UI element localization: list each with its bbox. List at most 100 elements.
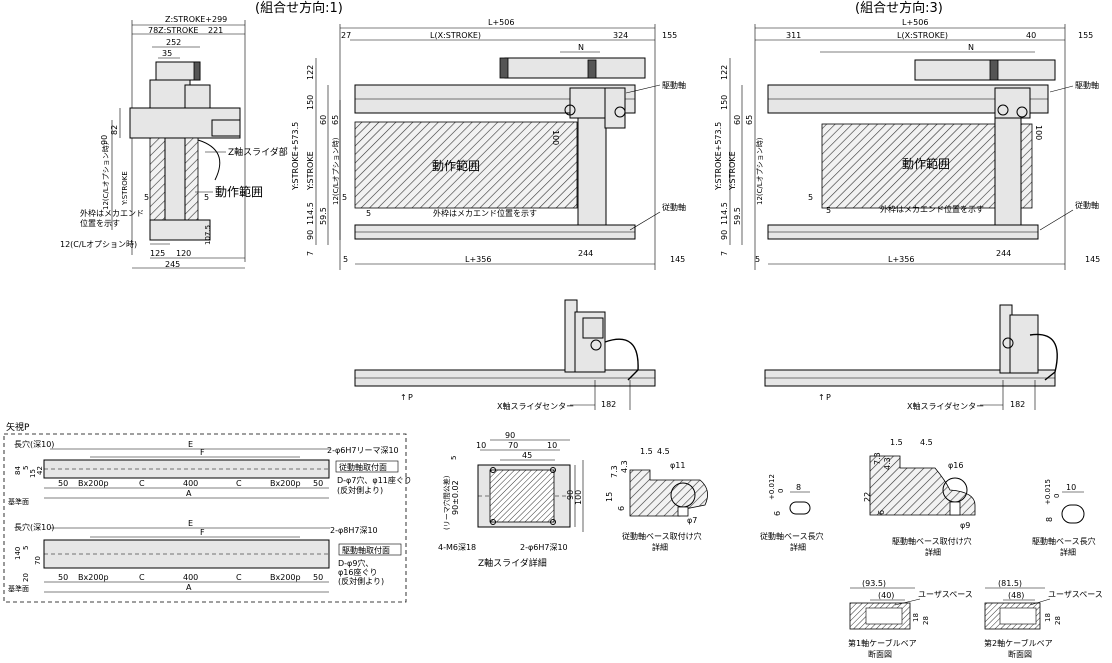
dim-n: N	[578, 43, 584, 52]
dbh-dim-phi7: φ7	[687, 516, 697, 525]
upper-dim-bx-r: Bx200p	[270, 479, 301, 488]
lower-pin-hole: 2-φ8H7深10	[330, 526, 378, 535]
dbh-dim-15: 15	[605, 492, 614, 502]
dsl-dim-10: 10	[1066, 483, 1076, 492]
lower-mount-face: 駆動軸取付面	[342, 545, 390, 555]
dbh-dim-7-3: 7.3	[610, 465, 619, 478]
dr-dim-phi9: φ9	[960, 521, 970, 530]
front-view-right: ↑ P X軸スライダセンター 182	[764, 304, 1058, 411]
dim-65: 65	[331, 115, 340, 125]
z-dim-5: 5	[450, 456, 458, 460]
lower-dim-c-r: C	[236, 573, 242, 582]
dim-y-stroke-573: Y:STROKE+573.5	[291, 122, 300, 191]
dbh-dim-4-3: 4.3	[620, 460, 629, 473]
dim-252: 252	[166, 38, 181, 47]
lower-dim-5: 5	[22, 546, 30, 550]
dr-dim-4-3: 4.3	[883, 457, 892, 470]
dim-35: 35	[162, 49, 172, 58]
dim-y-stroke-1: Y:STROKE	[306, 151, 315, 191]
upper-hole-side: (反対側より)	[337, 485, 383, 495]
arrow-view-p: 矢視P E F 長穴(深10) 2-φ6H7リーマ深10 従動軸取付面 D-φ7…	[3, 421, 412, 603]
dr-dim-22: 22	[863, 492, 872, 502]
dim3-7: 7	[720, 251, 729, 256]
z-dim-90: 90	[505, 431, 515, 440]
lower-dim-50-l: 50	[58, 573, 68, 582]
dim-5-right: 5	[204, 193, 209, 202]
dim3-100: 100	[1034, 125, 1043, 140]
dr-caption-2: 詳細	[925, 547, 941, 557]
left-side-view: Z:STROKE+299 78Z:STROKE 221 252 35 90 82…	[60, 15, 288, 269]
cb2-dim-18: 18	[1044, 613, 1052, 622]
note-cl-option: 12(C/Lオプション時)	[60, 240, 137, 249]
ds-caption-2: 詳細	[790, 542, 806, 552]
dsl-caption-1: 駆動軸ベース長穴	[1032, 536, 1096, 546]
dsl-dim-8: 8	[1045, 517, 1054, 522]
upper-dim-84: 84	[14, 466, 22, 475]
dim3-l-x-stroke: L(X:STROKE)	[897, 31, 948, 40]
dim-l-356: L+356	[465, 255, 491, 264]
dim3-155: 155	[1078, 31, 1093, 40]
cb1-dim-28: 28	[922, 616, 930, 625]
note-mech-end-1: 外枠はメカエンド	[80, 208, 144, 218]
dim-245: 245	[165, 260, 180, 269]
z-label-pin: 2-φ6H7深10	[520, 543, 568, 552]
dim-125: 125	[150, 249, 165, 258]
label-x-slider-center-right: X軸スライダセンター	[907, 401, 984, 411]
dbh-dim-6: 6	[617, 506, 626, 511]
dim3-60: 60	[733, 115, 742, 125]
dr-dim-1-5: 1.5	[890, 438, 903, 447]
arrow-view-title: 矢視P	[6, 421, 30, 433]
dim-122: 122	[306, 65, 315, 80]
upper-dim-15: 15	[29, 469, 37, 478]
arrow-p-right-label: P	[826, 393, 831, 402]
upper-dim-e: E	[188, 440, 193, 449]
dim-90-a: 90	[306, 230, 315, 240]
dbh-caption-1: 従動軸ベース取付け穴	[622, 531, 702, 541]
dim3-311: 311	[786, 31, 801, 40]
dim3-59-5: 59.5	[733, 207, 742, 225]
arrow-p-left: ↑	[400, 393, 407, 402]
lower-dim-f: F	[200, 528, 205, 537]
dim-z-stroke-299: Z:STROKE+299	[165, 15, 227, 24]
z-caption: Z軸スライダ詳細	[478, 557, 547, 569]
cb2-dim-48: (48)	[1008, 591, 1024, 600]
upper-pin-hole: 2-φ6H7リーマ深10	[327, 446, 399, 455]
dir3-top-view: L+506 311 L(X:STROKE) 40 155 N 動作範囲 122 …	[714, 18, 1100, 270]
upper-dim-50-r: 50	[313, 479, 323, 488]
arrow-p-left-label: P	[408, 393, 413, 402]
dim-59-5: 59.5	[319, 207, 328, 225]
dim-182-right: 182	[1010, 400, 1025, 409]
dim-324: 324	[613, 31, 628, 40]
drive-base-hole-detail: 1.5 4.5 7.3 4.3 φ16 22 6 φ9 駆動軸ベース取付け穴 詳…	[863, 438, 976, 557]
dim3-5-c: 5	[755, 255, 760, 264]
cable-bear-1: (93.5) (40) ユーザスペース 18 28 第1軸ケーブルベア 断面図	[848, 579, 973, 659]
cb1-caption-1: 第1軸ケーブルベア	[848, 638, 917, 648]
z-label-m6: 4-M6深18	[438, 543, 476, 552]
dim-12-cl-1: 12(C/Lオプション時)	[332, 137, 340, 205]
cb2-user-space: ユーザスペース	[1048, 590, 1103, 599]
dim3-5-b: 5	[826, 206, 831, 215]
lower-dim-20: 20	[22, 573, 30, 582]
dim3-40: 40	[1026, 31, 1036, 40]
dim-82: 82	[110, 125, 119, 135]
dr-dim-4-5: 4.5	[920, 438, 933, 447]
dr-dim-7-3: 7.3	[873, 452, 882, 465]
label-driven-axis-1: 従動軸	[662, 202, 686, 212]
upper-dim-c-r: C	[236, 479, 242, 488]
ds-tol-zero: 0	[777, 489, 785, 493]
note-mech-end-2: 位置を示す	[80, 218, 120, 228]
lower-dim-e: E	[188, 519, 193, 528]
lower-slot-label: 長穴(深10)	[14, 522, 54, 532]
dim3-145: 145	[1085, 255, 1100, 264]
dim3-150: 150	[720, 95, 729, 110]
dim-y-stroke: Y:STROKE	[121, 171, 129, 206]
dim-5-a: 5	[342, 193, 347, 202]
lower-dim-70: 70	[34, 556, 42, 565]
lower-dim-140: 140	[14, 547, 22, 560]
dbh-dim-1-5: 1.5	[640, 447, 653, 456]
lower-hole-spec: D-φ9穴、	[338, 558, 373, 568]
ds-dim-8: 8	[796, 483, 801, 492]
dsl-tol-plus: +0.015	[1044, 479, 1052, 505]
upper-mount-face: 従動軸取付面	[339, 462, 387, 472]
dim3-12-cl: 12(C/Lオプション時)	[756, 137, 764, 205]
